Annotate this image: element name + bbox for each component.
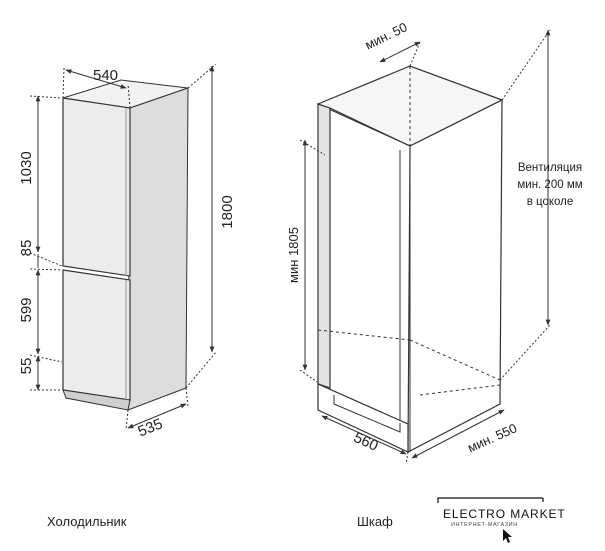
cabinet-hidden-edge [419,384,501,396]
fridge-drawing [62,79,189,411]
cabinet-dimensions [299,29,551,465]
cabinet-hidden-edge [409,339,501,381]
dim-lower-height-label: 599 [18,297,35,322]
cabinet-right-panel [407,99,503,453]
cabinet-front-edge [329,107,411,147]
ventilation-line: в цоколе [526,196,574,208]
dim-total-height-label: 1800 [219,195,236,228]
dim-extension [127,83,131,109]
electro-market-logo: ELECTRO MARKET ИНТЕРНЕТ-МАГАЗИН [437,497,565,545]
dim-extension [405,451,409,465]
cabinet-hidden-edge [317,329,411,341]
dim-extension [29,268,63,271]
cabinet-caption: Шкаф [357,514,393,529]
dim-extension [499,324,551,381]
dim-depth-label: 535 [136,415,166,440]
cabinet-left-panel [317,103,331,389]
logo-frame [437,497,544,543]
fridge-dimensions [29,63,217,431]
dim-extension [409,41,421,67]
dim-extension [62,67,65,99]
dim-extension [185,351,217,389]
dim-upper-height-label: 1030 [18,151,35,184]
dim-line-width-top [65,69,127,89]
fridge-side-face [127,87,189,411]
dim-extension [125,409,129,431]
dim-gap-label: 85 [18,240,35,257]
ventilation-line: Вентиляция [517,162,583,174]
dim-line-min-depth [411,409,505,459]
dim-extension [501,29,551,101]
dim-extension [29,252,63,267]
dim-extension [299,139,326,156]
dim-extension [185,387,189,407]
dim-line-depth [127,403,187,429]
dim-min-top-label: мин. 50 [362,19,409,52]
fridge-lower-door [62,269,131,401]
logo-brand: ELECTRO MARKET [443,507,566,521]
ventilation-line: мин. 200 мм [517,179,583,191]
fridge-caption: Холодильник [47,514,127,529]
logo-sub: ИНТЕРНЕТ-МАГАЗИН [451,522,518,528]
cabinet-drawing [316,65,504,453]
dim-extension [29,95,63,99]
cursor-icon [503,529,512,543]
dim-min-height-label: мин 1805 [286,227,301,283]
dim-extension [299,369,321,385]
dim-bottom-label: 55 [18,358,35,375]
ventilation-note: Вентиляция мин. 200 мм в цоколе [500,160,600,211]
fridge-upper-door [62,97,131,277]
dim-extension [29,354,63,363]
dim-width-top-label: 540 [93,67,118,84]
dim-line-min-top [379,41,421,63]
dim-line-width [321,415,407,455]
